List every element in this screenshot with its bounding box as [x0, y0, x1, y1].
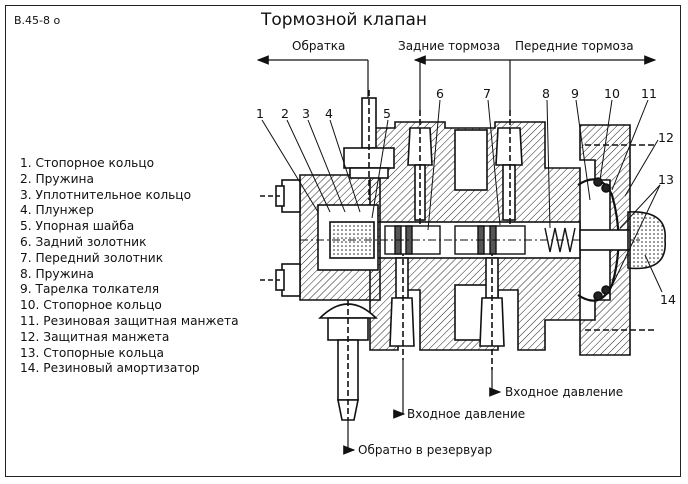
legend-item: 7. Передний золотник	[20, 250, 164, 265]
legend-item: 14. Резиновый амортизатор	[20, 361, 200, 376]
spools	[300, 225, 640, 255]
callout-13: 13	[658, 172, 674, 187]
legend-item: 10. Стопорное кольцо	[20, 298, 162, 313]
return-fitting	[343, 90, 395, 200]
legend-item: 5. Упорная шайба	[20, 219, 135, 234]
legend-item: 6. Задний золотник	[20, 234, 147, 249]
reservoir-fitting	[318, 300, 378, 421]
callout-6: 6	[436, 86, 444, 101]
label-return-to-reservoir: Обратно в резервуар	[358, 443, 492, 457]
callout-numbers: 1 2 3 4 5 6 7 8 9 10 11 12 13 14	[256, 86, 676, 307]
callout-3: 3	[302, 106, 310, 121]
legend-item: 9. Тарелка толкателя	[20, 282, 160, 297]
label-inlet-pressure-2: Входное давление	[407, 407, 525, 421]
callout-5: 5	[383, 106, 391, 121]
plunger-housing	[260, 174, 381, 301]
page-title: Тормозной клапан	[260, 10, 427, 30]
legend-item: 8. Пружина	[20, 266, 94, 281]
callout-10: 10	[604, 86, 620, 101]
figure-frame	[5, 5, 681, 477]
callout-12: 12	[658, 130, 674, 145]
legend-item: 11. Резиновая защитная манжета	[20, 313, 239, 328]
callout-4: 4	[325, 106, 333, 121]
inlet-ports	[389, 250, 505, 370]
label-inlet-pressure-1: Входное давление	[505, 385, 623, 399]
callout-9: 9	[571, 86, 579, 101]
right-flange	[577, 124, 666, 356]
callout-1: 1	[256, 106, 264, 121]
brake-ports	[407, 110, 523, 225]
callout-leaders	[261, 99, 663, 293]
parts-legend: 1. Стопорное кольцо 2. Пружина 3. Уплотн…	[20, 156, 239, 377]
legend-item: 1. Стопорное кольцо	[20, 156, 155, 170]
label-return: Обратка	[292, 39, 345, 53]
callout-8: 8	[542, 86, 550, 101]
spring	[544, 227, 576, 253]
label-front-brakes: Передние тормоза	[515, 39, 634, 53]
legend-item: 4. Плунжер	[20, 203, 94, 218]
callout-7: 7	[483, 86, 491, 101]
callout-11: 11	[641, 86, 657, 101]
legend-item: 13. Стопорные кольца	[20, 345, 165, 360]
callout-2: 2	[281, 106, 289, 121]
legend-item: 2. Пружина	[20, 171, 94, 186]
flow-arrows	[256, 55, 657, 455]
legend-item: 12. Защитная манжета	[20, 329, 170, 344]
label-rear-brakes: Задние тормоза	[398, 39, 500, 53]
callout-14: 14	[660, 292, 676, 307]
legend-item: 3. Уплотнительное кольцо	[20, 187, 192, 202]
figure-code: B.45-8 o	[14, 14, 61, 27]
